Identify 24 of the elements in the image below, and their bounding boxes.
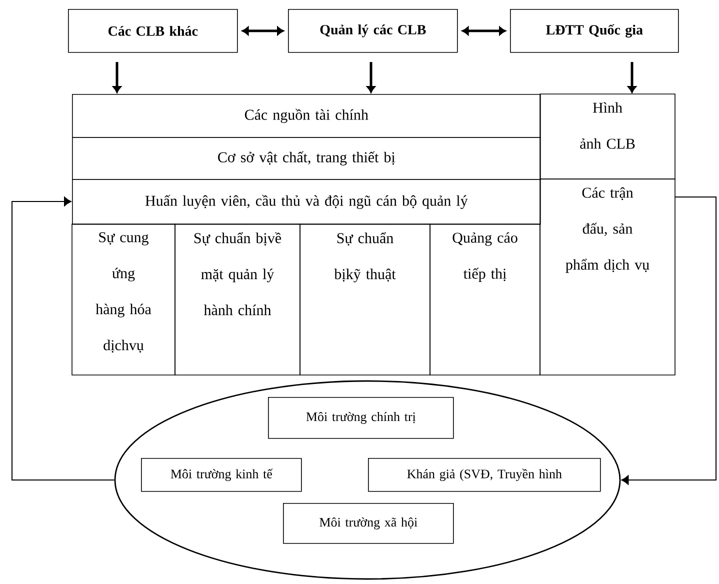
table-cell: Sự chuẩn bịkỹ thuật xyxy=(300,224,430,376)
table-row: Các nguồn tài chính xyxy=(72,94,541,138)
factor-box: Môi trường chính trị xyxy=(268,397,454,439)
table-cell: Hình ảnh CLB xyxy=(540,94,676,180)
environment-ellipse xyxy=(114,380,621,580)
arrow xyxy=(112,62,122,93)
arrow xyxy=(366,62,376,93)
arrow xyxy=(628,62,636,93)
table-row: Cơ sở vật chất, trang thiết bị xyxy=(72,137,541,180)
table-cell: Sự chuẩn bịvề mặt quản lý hành chính xyxy=(174,224,300,376)
arrow xyxy=(621,196,716,485)
organization-box: Các CLB khác xyxy=(68,9,238,53)
table-cell: Sự cung ứng hàng hóa dịchvụ xyxy=(72,224,176,376)
factor-box: Khán giả (SVĐ, Truyền hình xyxy=(368,458,601,492)
arrow xyxy=(12,196,115,480)
arrow xyxy=(242,26,284,36)
factor-box: Môi trường kinh tế xyxy=(141,458,302,492)
table-cell: Các trận đấu, sản phẩm dịch vụ xyxy=(540,178,676,376)
arrow xyxy=(462,26,506,36)
table-row: Huấn luyện viên, cầu thủ và đội ngũ cán bộ quản lý xyxy=(72,179,541,225)
organization-box: LĐTT Quốc gia xyxy=(510,9,679,53)
table-cell: Quảng cáo tiếp thị xyxy=(430,224,540,376)
organization-box: Quản lý các CLB xyxy=(288,9,458,53)
factor-box: Môi trường xã hội xyxy=(283,503,454,544)
